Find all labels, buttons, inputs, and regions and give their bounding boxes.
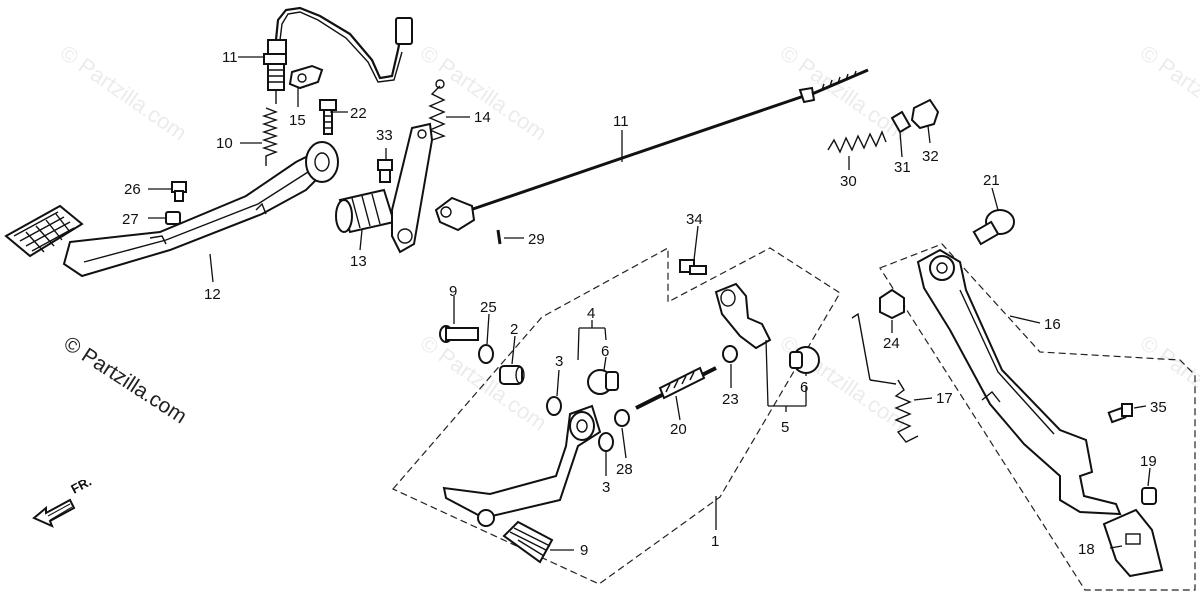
clamp — [288, 64, 324, 90]
callout-20: 20 — [670, 421, 687, 438]
brake-rod — [469, 68, 869, 212]
brake-switch — [263, 6, 413, 104]
callout-23: 23 — [722, 391, 739, 408]
front-direction-label: FR. — [68, 480, 94, 497]
callout-28: 28 — [616, 461, 633, 478]
brake-arm-shaft — [335, 122, 434, 254]
callout-30: 30 — [840, 173, 857, 190]
pivot-bolt — [972, 209, 1015, 246]
callout-25: 25 — [480, 299, 497, 316]
shift-pedal — [442, 404, 602, 527]
callout-6: 6 — [601, 343, 609, 360]
return-spring — [428, 79, 446, 141]
callout-27: 27 — [122, 211, 139, 228]
callout-16: 16 — [1044, 316, 1061, 333]
bolt — [679, 259, 707, 275]
callout-10: 10 — [216, 135, 233, 152]
callout-24: 24 — [883, 335, 900, 352]
callout-31: 31 — [894, 159, 911, 176]
pivot-bolt — [439, 325, 479, 343]
callout-4: 4 — [587, 305, 595, 322]
tie-rod-joint — [789, 346, 820, 374]
washer — [478, 344, 494, 364]
nut — [722, 345, 738, 363]
callout-3b: 3 — [602, 479, 610, 496]
assembly-boundary-gearshift — [392, 246, 841, 585]
adjuster-spring — [827, 98, 940, 154]
callout-6b: 6 — [800, 379, 808, 396]
callout-3: 3 — [555, 353, 563, 370]
callout-9: 11 — [222, 49, 238, 66]
tie-rod-joint — [587, 369, 619, 395]
shift-pedal-rubber — [502, 520, 554, 564]
bolt — [377, 159, 393, 183]
callout-19: 19 — [1140, 453, 1157, 470]
callout-34: 34 — [686, 211, 703, 228]
callout-22: 22 — [350, 105, 367, 122]
callout-11: 11 — [613, 113, 629, 130]
callout-29: 29 — [528, 231, 545, 248]
shift-arm-joint — [714, 282, 772, 350]
bolt — [319, 99, 337, 135]
switch-spring — [261, 107, 279, 166]
callout-2: 2 — [510, 321, 518, 338]
brake-pedal — [4, 141, 339, 278]
callout-21: 21 — [983, 172, 1000, 189]
callout-13: 13 — [350, 253, 367, 270]
callout-32: 32 — [922, 148, 939, 165]
callout-35: 35 — [1150, 399, 1167, 416]
callout-26: 26 — [124, 181, 141, 198]
callout-14: 14 — [474, 109, 491, 126]
side-stand — [916, 248, 1122, 516]
callout-15: 15 — [289, 112, 306, 129]
callout-5: 5 — [781, 419, 789, 436]
callout-17: 17 — [936, 390, 953, 407]
stand-stopper-rubber — [1102, 508, 1164, 578]
callout-labels: 11 10 15 22 26 27 12 33 14 13 11 29 30 3… — [122, 49, 1167, 559]
pedal-stopper-bolt — [165, 181, 187, 225]
callout-18: 18 — [1078, 541, 1095, 558]
leader-lines — [148, 56, 1151, 551]
nut — [614, 409, 630, 427]
nut — [879, 288, 905, 320]
washer — [598, 432, 614, 452]
callout-7: 9 — [449, 283, 457, 300]
bolt — [1107, 403, 1133, 424]
front-direction-arrow: FR. — [32, 480, 94, 528]
collar — [499, 365, 525, 385]
callout-8: 9 — [580, 542, 588, 559]
callout-1: 1 — [711, 533, 719, 550]
rod-joint — [434, 196, 502, 245]
washer — [546, 396, 562, 416]
tie-rod — [635, 366, 717, 410]
callout-33: 33 — [376, 127, 393, 144]
collar — [1141, 487, 1157, 505]
callout-12: 12 — [204, 286, 221, 303]
side-stand-spring — [851, 312, 919, 443]
